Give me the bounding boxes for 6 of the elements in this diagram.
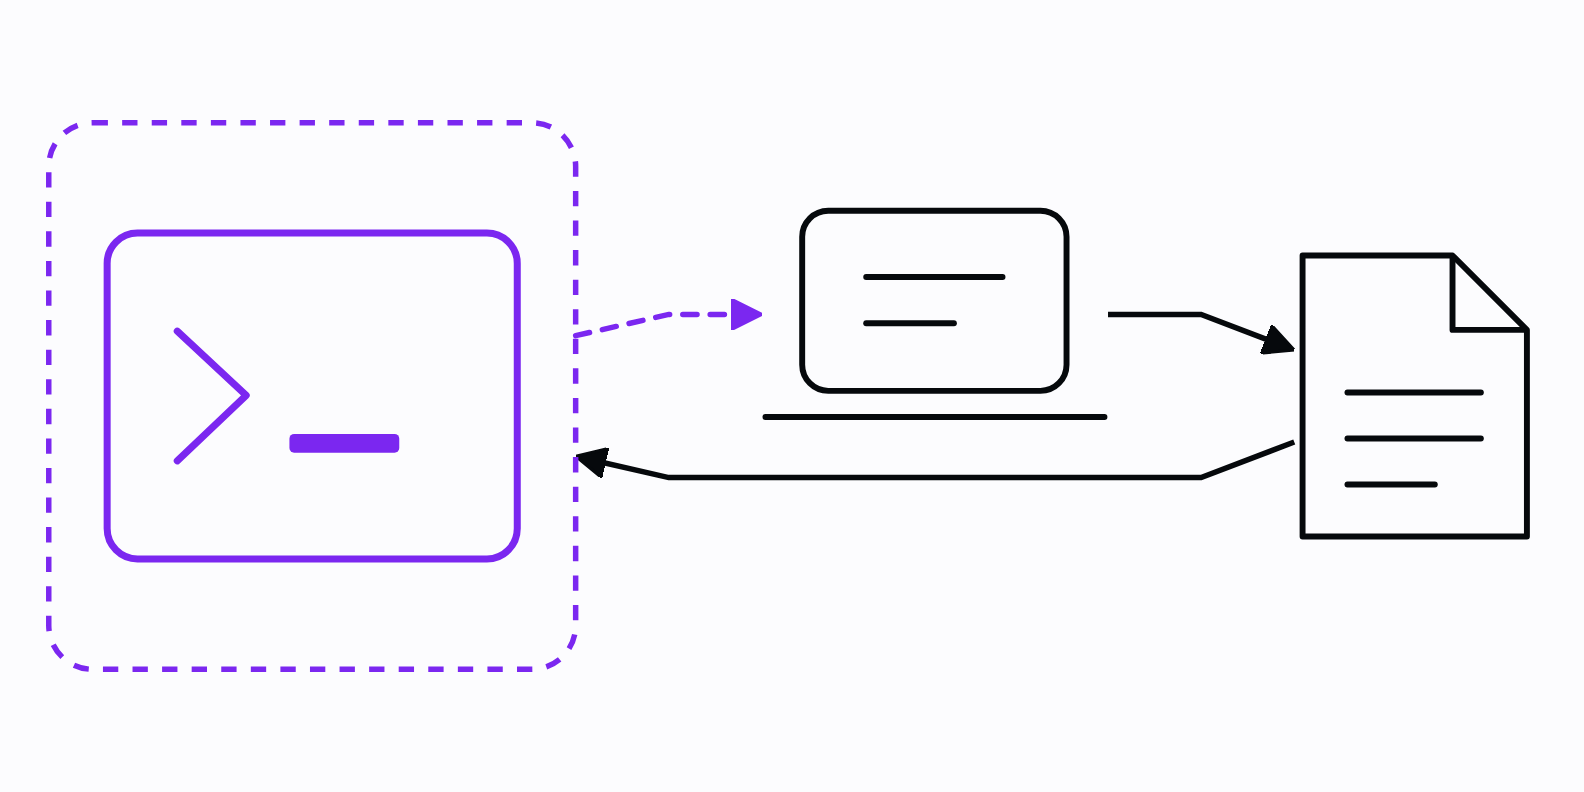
arrow	[574, 439, 1296, 481]
laptop-icon	[762, 207, 1108, 420]
terminal-icon	[103, 229, 521, 563]
dashed-arrow	[572, 297, 764, 339]
document-icon	[1299, 252, 1530, 540]
arrow	[1108, 311, 1296, 355]
